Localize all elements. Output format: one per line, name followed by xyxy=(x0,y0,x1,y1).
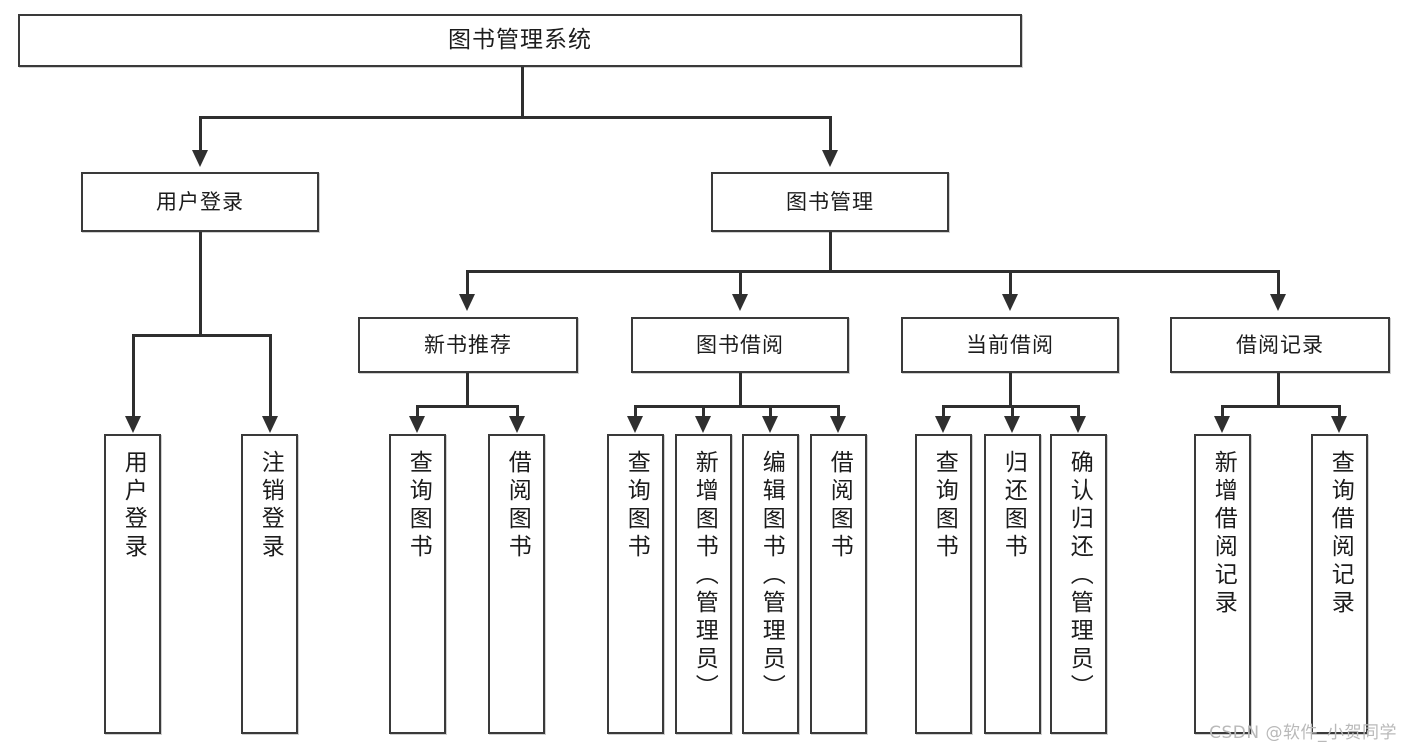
edge-record-drop-2 xyxy=(1338,405,1341,419)
arrow-to-leaf-add-record xyxy=(1214,416,1230,433)
csdn-watermark: CSDN @软件_小贺同学 xyxy=(1209,723,1397,743)
edge-books-drop-1 xyxy=(466,270,469,296)
node-label: 用户登录 xyxy=(120,450,147,562)
arrow-to-user-login xyxy=(192,150,208,167)
leaf-logout[interactable]: 注销登录 xyxy=(241,434,298,734)
node-label: 借阅记录 xyxy=(1236,332,1324,357)
node-label: 查询图书 xyxy=(405,450,432,562)
edge-record-bus xyxy=(1221,405,1340,408)
arrow-to-leaf-query-book-2 xyxy=(627,416,643,433)
arrow-to-current-borrow xyxy=(1002,294,1018,311)
edge-borrow-bus xyxy=(634,405,839,408)
node-user-login[interactable]: 用户登录 xyxy=(81,172,319,232)
node-new-book-recommend[interactable]: 新书推荐 xyxy=(358,317,578,373)
arrow-to-new-book xyxy=(459,294,475,311)
edge-borrow-drop-4 xyxy=(837,405,840,419)
edge-current-drop-1 xyxy=(942,405,945,419)
arrow-to-book-borrow xyxy=(732,294,748,311)
arrow-to-leaf-borrow-book-2 xyxy=(830,416,846,433)
arrow-to-leaf-user-login xyxy=(125,416,141,433)
edge-root-drop-user xyxy=(199,116,202,152)
node-current-borrow[interactable]: 当前借阅 xyxy=(901,317,1119,373)
edge-borrow-stem xyxy=(739,373,742,407)
node-root-system[interactable]: 图书管理系统 xyxy=(18,14,1022,67)
node-label: 查询图书 xyxy=(931,450,958,562)
arrow-to-leaf-query-record xyxy=(1331,416,1347,433)
node-label: 确认归还（管理员） xyxy=(1066,450,1093,702)
edge-current-drop-2 xyxy=(1011,405,1014,419)
node-label: 编辑图书（管理员） xyxy=(758,450,785,702)
node-label: 借阅图书 xyxy=(826,450,853,562)
edge-borrow-drop-2 xyxy=(702,405,705,419)
edge-newbook-drop-2 xyxy=(516,405,519,419)
edge-books-stem xyxy=(829,232,832,272)
edge-books-drop-3 xyxy=(1009,270,1012,296)
node-label: 用户登录 xyxy=(156,189,244,214)
leaf-add-book-admin[interactable]: 新增图书（管理员） xyxy=(675,434,732,734)
leaf-edit-book-admin[interactable]: 编辑图书（管理员） xyxy=(742,434,799,734)
leaf-user-login[interactable]: 用户登录 xyxy=(104,434,161,734)
edge-user-drop-2 xyxy=(269,334,272,418)
edge-current-drop-3 xyxy=(1077,405,1080,419)
edge-newbook-drop-1 xyxy=(416,405,419,419)
arrow-to-leaf-confirm-return xyxy=(1070,416,1086,433)
node-label: 借阅图书 xyxy=(504,450,531,562)
leaf-query-book-borrow[interactable]: 查询图书 xyxy=(607,434,664,734)
edge-current-stem xyxy=(1009,373,1012,407)
arrow-to-borrow-record xyxy=(1270,294,1286,311)
edge-books-drop-2 xyxy=(739,270,742,296)
node-label: 归还图书 xyxy=(1000,450,1027,562)
edge-borrow-drop-3 xyxy=(769,405,772,419)
edge-record-drop-1 xyxy=(1221,405,1224,419)
edge-borrow-drop-1 xyxy=(634,405,637,419)
leaf-return-book[interactable]: 归还图书 xyxy=(984,434,1041,734)
node-book-management[interactable]: 图书管理 xyxy=(711,172,949,232)
node-label: 当前借阅 xyxy=(966,332,1054,357)
node-label: 新增图书（管理员） xyxy=(691,450,718,702)
node-book-borrow[interactable]: 图书借阅 xyxy=(631,317,849,373)
node-borrow-record[interactable]: 借阅记录 xyxy=(1170,317,1390,373)
node-label: 图书管理系统 xyxy=(448,27,592,54)
arrow-to-leaf-borrow-book-1 xyxy=(509,416,525,433)
arrow-to-leaf-query-book-1 xyxy=(409,416,425,433)
arrow-to-leaf-add-book xyxy=(695,416,711,433)
arrow-to-leaf-logout xyxy=(262,416,278,433)
leaf-add-borrow-record[interactable]: 新增借阅记录 xyxy=(1194,434,1251,734)
node-label: 查询借阅记录 xyxy=(1327,450,1354,618)
arrow-to-book-manage xyxy=(822,150,838,167)
edge-user-drop-1 xyxy=(132,334,135,418)
edge-books-bus xyxy=(466,270,1278,273)
edge-current-bus xyxy=(942,405,1079,408)
node-label: 新书推荐 xyxy=(424,332,512,357)
arrow-to-leaf-return-book xyxy=(1004,416,1020,433)
arrow-to-leaf-edit-book xyxy=(762,416,778,433)
edge-newbook-stem xyxy=(466,373,469,407)
node-label: 注销登录 xyxy=(257,450,284,562)
arrow-to-leaf-query-book-3 xyxy=(935,416,951,433)
leaf-confirm-return-admin[interactable]: 确认归还（管理员） xyxy=(1050,434,1107,734)
edge-books-drop-4 xyxy=(1277,270,1280,296)
node-label: 新增借阅记录 xyxy=(1210,450,1237,618)
leaf-query-book-newbook[interactable]: 查询图书 xyxy=(389,434,446,734)
leaf-borrow-book-borrow[interactable]: 借阅图书 xyxy=(810,434,867,734)
edge-record-stem xyxy=(1277,373,1280,407)
node-label: 图书借阅 xyxy=(696,332,784,357)
edge-root-stem xyxy=(521,67,524,118)
leaf-query-book-current[interactable]: 查询图书 xyxy=(915,434,972,734)
node-label: 图书管理 xyxy=(786,189,874,214)
edge-newbook-bus xyxy=(416,405,518,408)
edge-user-stem xyxy=(199,232,202,336)
leaf-query-borrow-record[interactable]: 查询借阅记录 xyxy=(1311,434,1368,734)
edge-root-bus xyxy=(199,116,832,119)
leaf-borrow-book-newbook[interactable]: 借阅图书 xyxy=(488,434,545,734)
edge-user-bus xyxy=(132,334,270,337)
node-label: 查询图书 xyxy=(623,450,650,562)
edge-root-drop-books xyxy=(829,116,832,152)
